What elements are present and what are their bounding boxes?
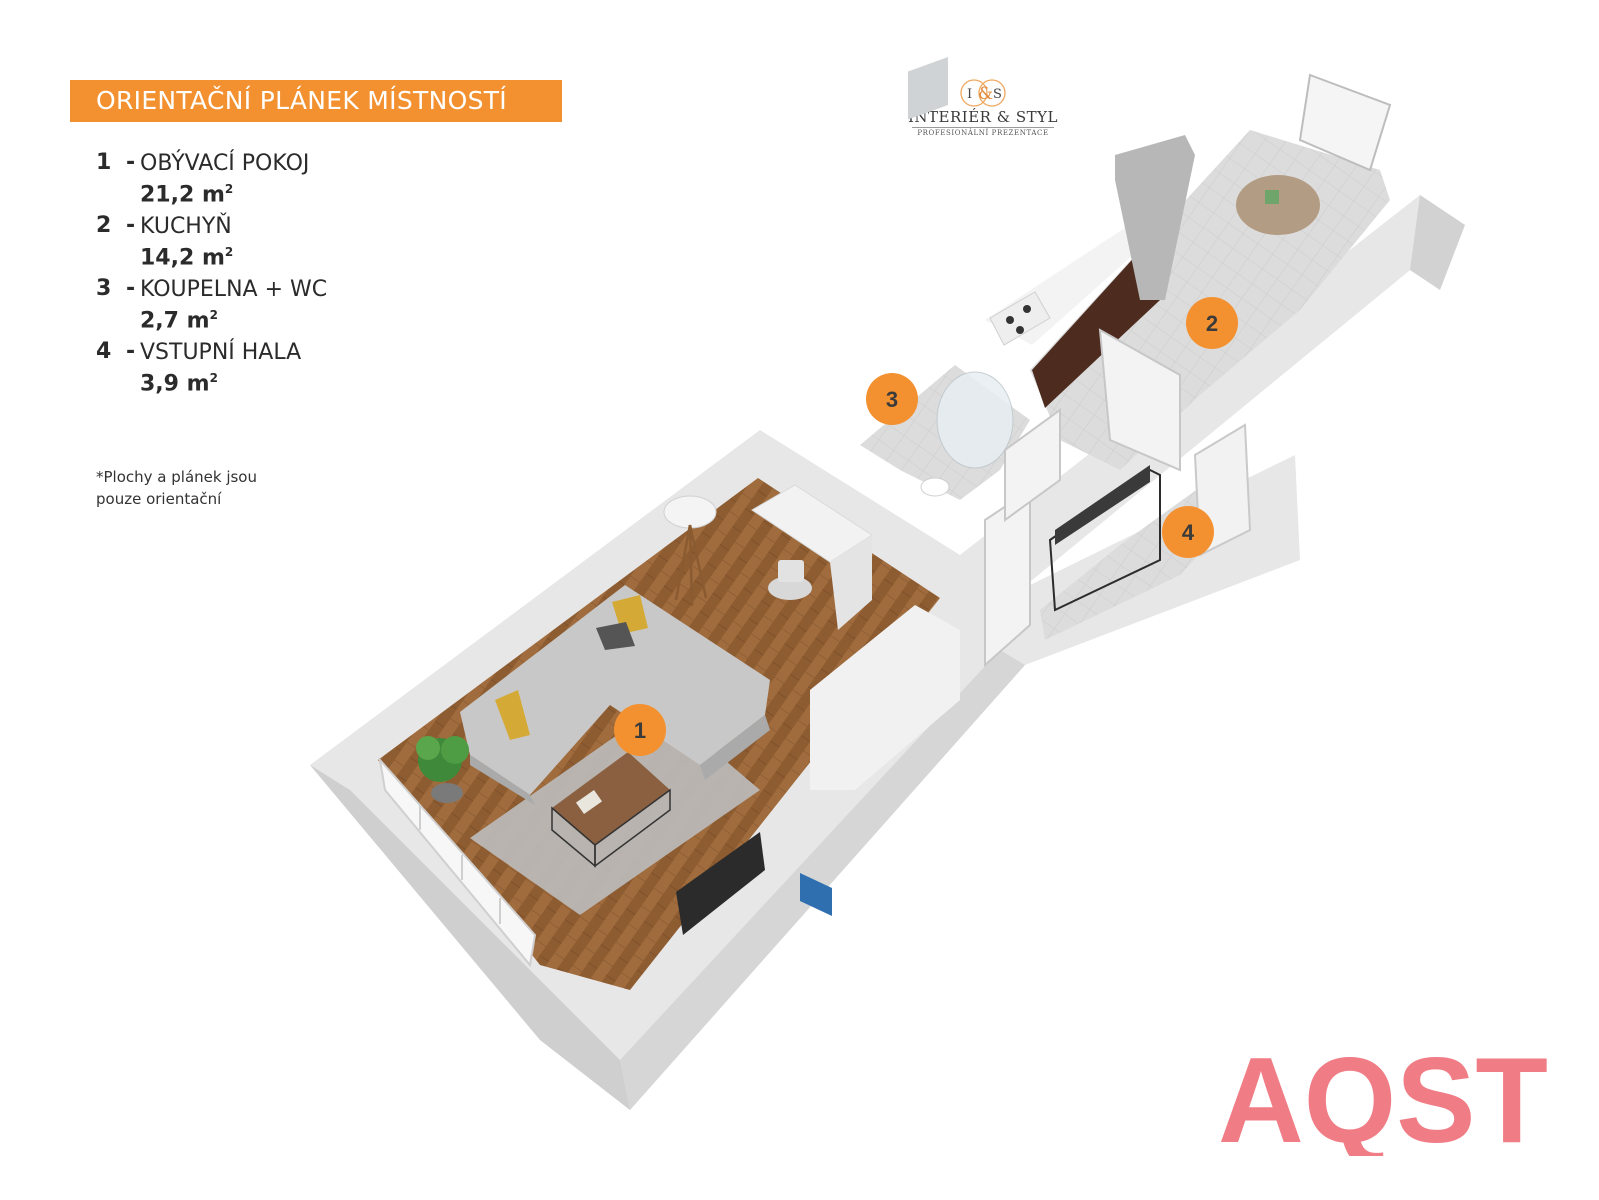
marker-label: 1 (634, 718, 646, 743)
room-name: VSTUPNÍ HALA (140, 340, 302, 365)
room-dash: - (126, 213, 136, 238)
bathroom (860, 56, 1030, 500)
room-number: 4 (96, 339, 112, 364)
room-area-value: 2,7 m (140, 308, 210, 334)
logo-divider (912, 127, 1054, 128)
floor-lamp (663, 495, 717, 607)
room-area: 3,9 m2 (140, 371, 218, 396)
room-number: 1 (96, 150, 112, 175)
room-name: OBÝVACÍ POKOJ (140, 151, 310, 176)
room-number: 3 (96, 276, 112, 301)
kitchen (985, 73, 1392, 470)
company-logo: I & S INTERIÉR & STYL PROFESIONÁLNÍ PREZ… (906, 78, 1060, 137)
room-number: 2 (96, 213, 112, 238)
living-room-window (378, 756, 537, 968)
page-title: ORIENTAČNÍ PLÁNEK MÍSTNOSTÍ (70, 80, 562, 122)
room-area: 14,2 m2 (140, 245, 233, 270)
room-dash: - (126, 276, 136, 301)
watermark: AQST (1218, 1036, 1548, 1156)
logo-initial-left: I (967, 87, 972, 102)
room-area-unit-exponent: 2 (209, 371, 218, 385)
disclaimer-line: *Plochy a plánek jsou (96, 468, 257, 486)
room-area: 2,7 m2 (140, 308, 218, 333)
partition-wall (810, 605, 960, 790)
room-area-value: 21,2 m (140, 182, 225, 208)
room-dash: - (126, 150, 136, 175)
logo-ampersand: & (978, 84, 993, 104)
room-area-value: 14,2 m (140, 245, 225, 271)
marker-label: 2 (1206, 311, 1218, 336)
disclaimer-note: *Plochy a plánek jsou pouze orientační (96, 466, 257, 510)
plant (416, 736, 469, 803)
marker-label: 3 (886, 387, 898, 412)
sofa (460, 585, 770, 805)
doors (984, 328, 1181, 668)
room-name: KOUPELNA + WC (140, 277, 328, 302)
coffee-table (551, 752, 671, 868)
tv (676, 832, 765, 935)
logo-mark-icon: I & S (960, 79, 1006, 107)
room-marker-3: 3 (866, 373, 918, 425)
room-area: 21,2 m2 (140, 182, 233, 207)
room-area-value: 3,9 m (140, 371, 210, 397)
marker-label: 4 (1182, 520, 1195, 545)
marker-circle (866, 373, 918, 425)
desk (751, 484, 873, 916)
logo-subtitle: PROFESIONÁLNÍ PREZENTACE (917, 129, 1049, 137)
logo-initial-right: S (993, 87, 1002, 102)
marker-circle (1162, 506, 1214, 558)
room-area-unit-exponent: 2 (224, 182, 234, 196)
room-name: KUCHYŇ (140, 214, 232, 239)
room-marker-1: 1 (614, 704, 666, 756)
watermark-text: AQST (1218, 1036, 1548, 1156)
room-marker-2: 2 (1186, 297, 1238, 349)
room-area-unit-exponent: 2 (224, 245, 234, 259)
room-dash: - (126, 339, 136, 364)
marker-circle (614, 704, 666, 756)
room-marker-4: 4 (1162, 506, 1214, 558)
marker-circle (1186, 297, 1238, 349)
logo-wordmark: INTERIÉR & STYL (908, 108, 1058, 126)
disclaimer-line: pouze orientační (96, 490, 222, 508)
room-area-unit-exponent: 2 (209, 308, 218, 322)
